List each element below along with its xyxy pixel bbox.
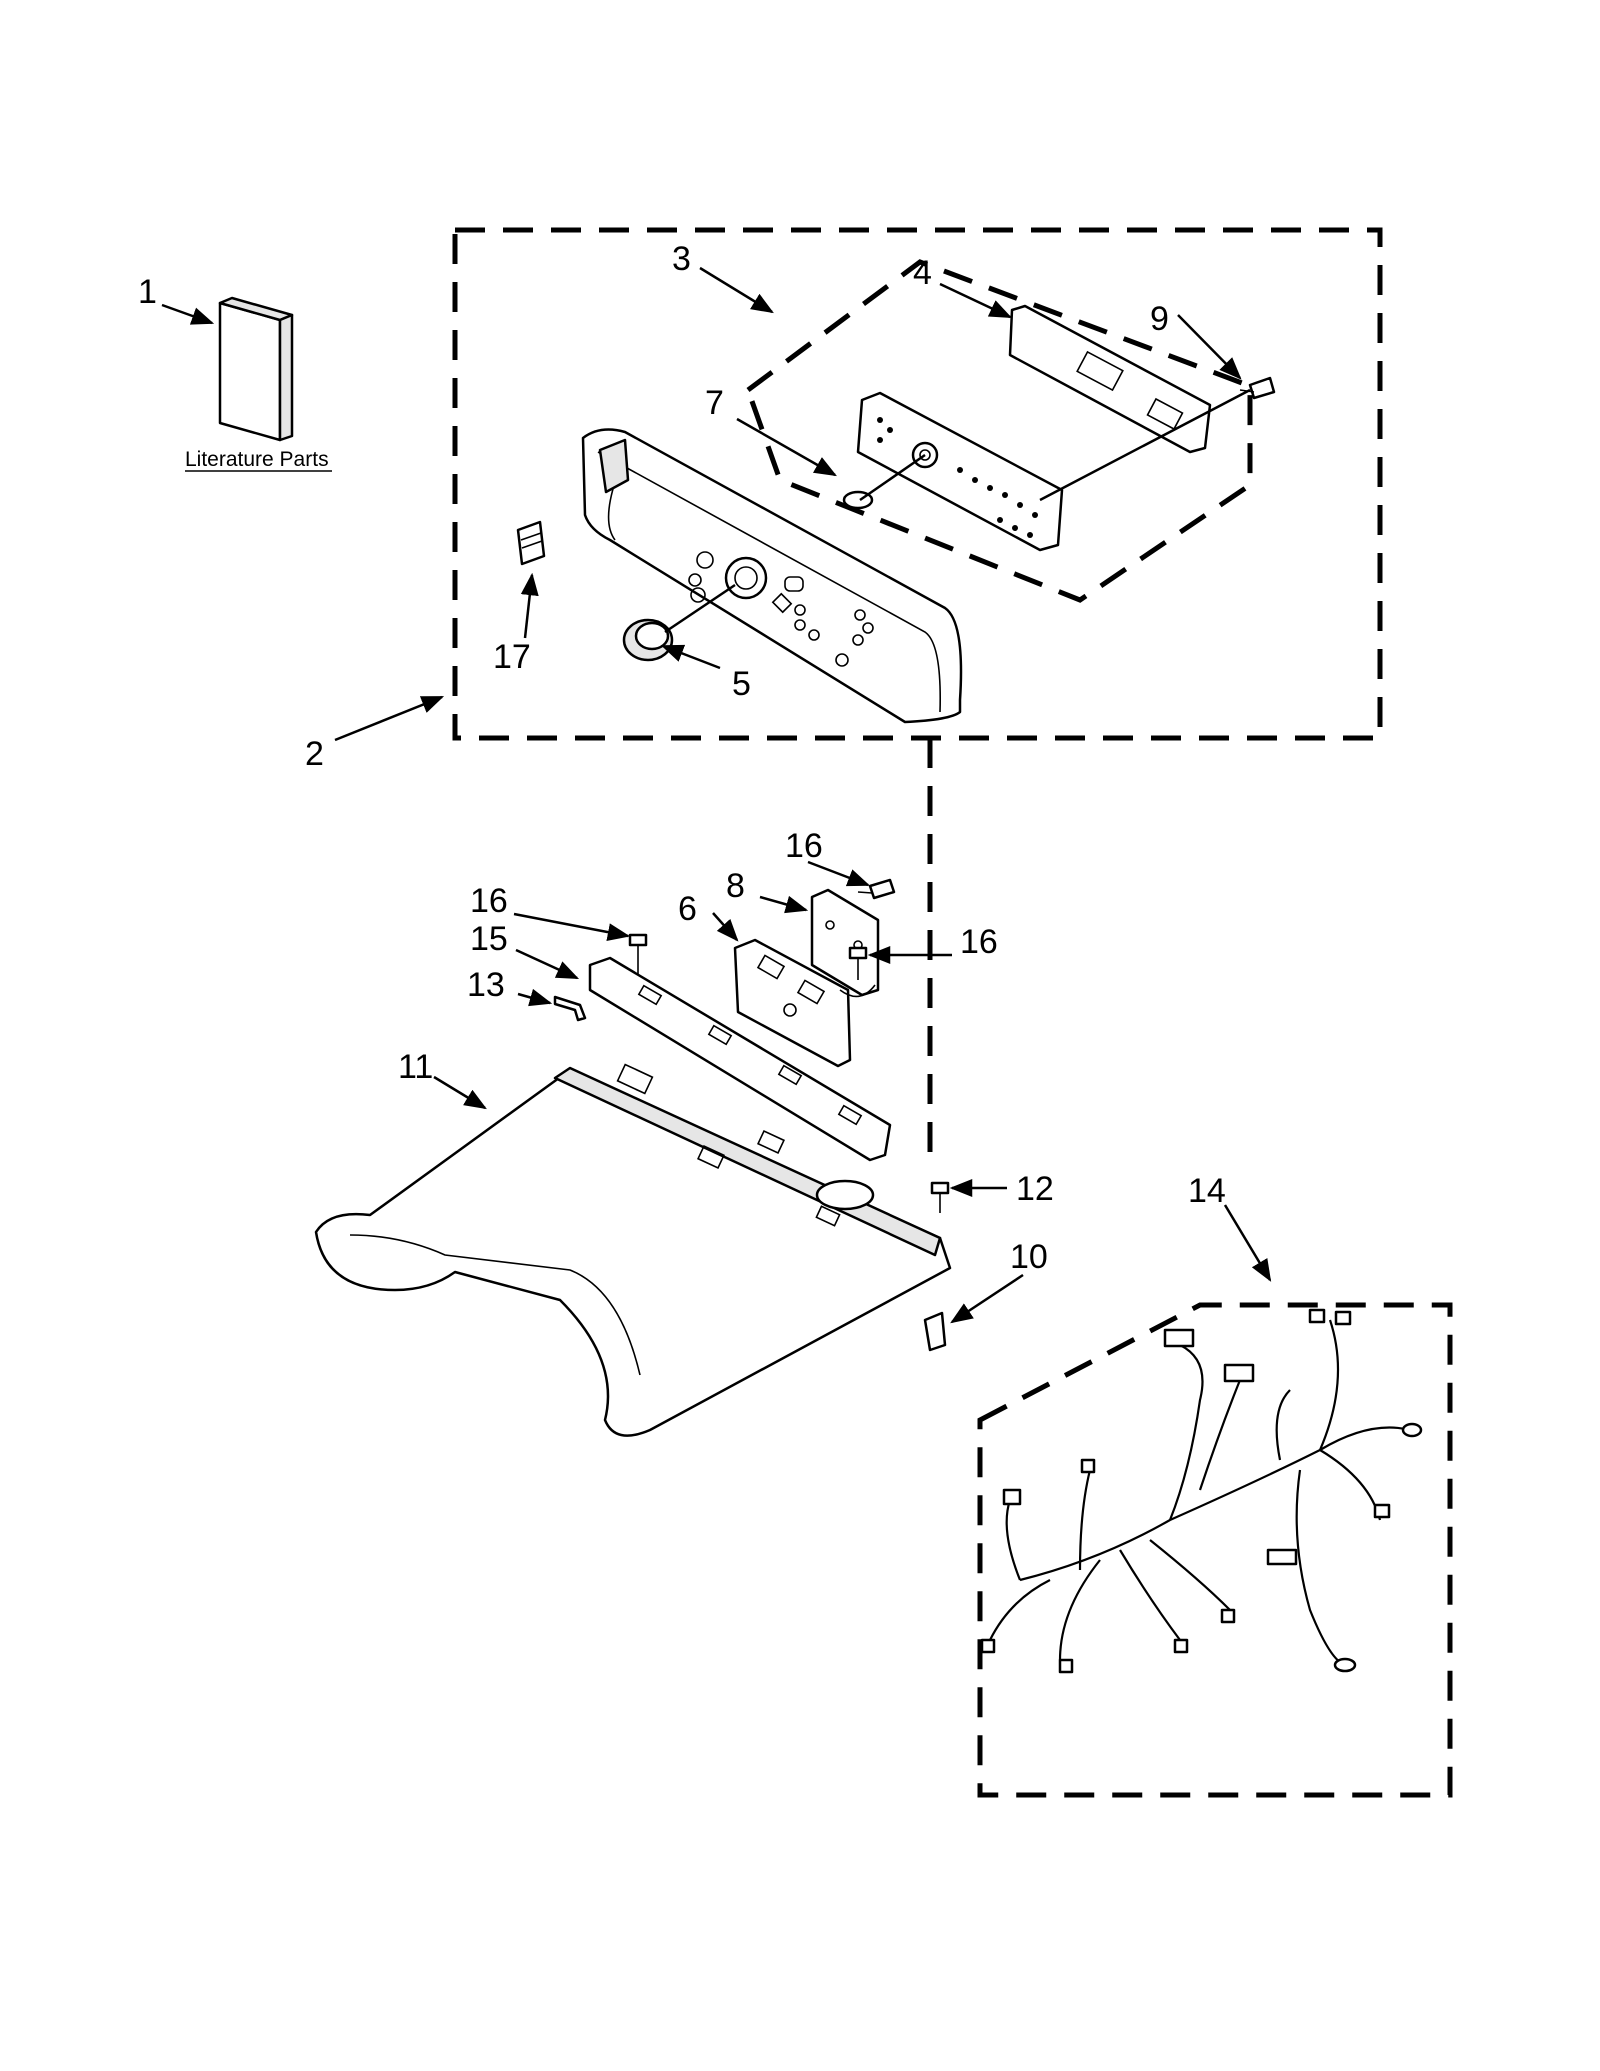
callout-10: 10 — [1010, 1238, 1048, 1276]
callout-16b: 16 — [470, 882, 508, 920]
leader-lines — [161, 266, 1272, 1324]
top-panel — [314, 1063, 952, 1437]
callout-16c: 16 — [960, 923, 998, 961]
control-module — [733, 938, 852, 1068]
callout-5: 5 — [732, 665, 751, 703]
top-panel-hinge-clip — [923, 1311, 947, 1352]
callout-3: 3 — [672, 240, 691, 278]
literature-parts-label: Literature Parts — [185, 448, 329, 471]
screw-top-panel — [930, 1181, 950, 1213]
harness-box — [977, 1302, 1453, 1798]
console-panel — [581, 428, 963, 724]
callout-1: 1 — [138, 273, 157, 311]
user-interface-board — [856, 391, 1064, 552]
callout-14: 14 — [1188, 1172, 1226, 1210]
screw-top-right — [857, 878, 896, 900]
callout-8: 8 — [726, 867, 745, 905]
board-connector-line-b — [1039, 388, 1251, 502]
callout-2: 2 — [305, 735, 324, 773]
module-bracket — [810, 888, 880, 998]
console-assembly-box — [452, 227, 1383, 741]
hinge-pin — [553, 995, 587, 1022]
control-board-box — [745, 259, 1253, 603]
housing-screw — [1239, 376, 1276, 400]
screw-bracket — [628, 933, 648, 975]
callout-12: 12 — [1016, 1170, 1054, 1208]
callout-6: 6 — [678, 890, 697, 928]
callout-11: 11 — [398, 1048, 433, 1086]
console-knob — [622, 618, 674, 662]
callout-15: 15 — [470, 920, 508, 958]
literature-booklet — [218, 296, 294, 442]
screw-module — [848, 946, 868, 980]
callout-16a: 16 — [785, 827, 823, 865]
console-badge — [516, 520, 546, 566]
callout-4: 4 — [913, 254, 932, 292]
callout-9: 9 — [1150, 300, 1169, 338]
wire-harness — [980, 1308, 1423, 1674]
callout-7: 7 — [705, 384, 724, 422]
callout-13: 13 — [467, 966, 505, 1004]
control-housing — [1008, 304, 1212, 454]
callout-17: 17 — [493, 638, 531, 676]
board-connector-line-a — [859, 453, 926, 502]
console-bracket — [588, 956, 892, 1162]
knob-shaft-line — [664, 583, 736, 634]
